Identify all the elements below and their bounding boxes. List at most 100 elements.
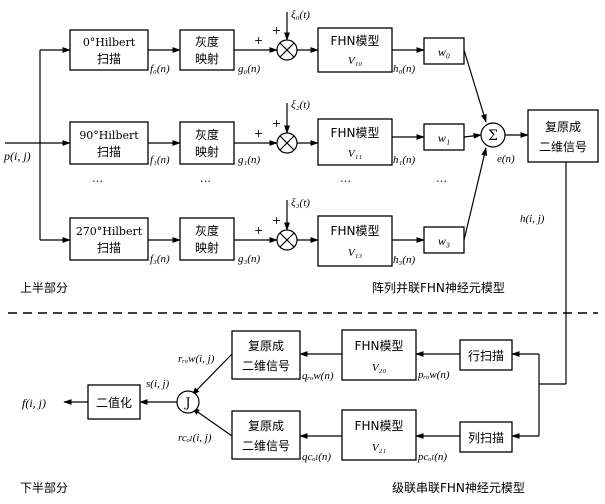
fhn-label-2: FHN模型 <box>331 224 380 238</box>
fhn-box-col: FHN模型 V₂₁ <box>342 410 416 460</box>
arrow-w2-sum <box>464 148 486 240</box>
fhn-sublabel-0: V₁₀ <box>348 55 363 67</box>
arrow-w1-sum <box>464 135 481 137</box>
recon-out-label: h(i, j) <box>520 213 545 225</box>
recon-row-sublabel: 二维信号 <box>242 359 290 373</box>
hilbert-scan-box-0: 0°Hilbert 扫描 <box>70 30 148 70</box>
fhn-col-sublabel: V₂₁ <box>372 442 387 454</box>
p-col-label: pcₒₗ(n) <box>417 451 447 463</box>
r-row-label: rᵣₒw(i, j) <box>178 353 215 365</box>
gray-map-box-1: 灰度 映射 <box>180 122 234 164</box>
hilbert-scan-label-0: 0°Hilbert <box>83 36 136 49</box>
gray-map-sublabel-0: 映射 <box>195 51 219 66</box>
ellipsis-weight: … <box>436 172 447 185</box>
gray-map-label-0: 灰度 <box>195 34 219 49</box>
s-label: s(i, j) <box>146 378 170 390</box>
row-2: 270°Hilbert 扫描 f₃(n) 灰度 映射 + g₃(n) ξ₃(t)… <box>70 197 464 266</box>
recon-box-upper: 复原成 二维信号 <box>528 110 598 162</box>
recon-label-upper: 复原成 <box>545 120 581 134</box>
fhn-box-0: FHN模型 V₁₀ <box>318 28 392 72</box>
gray-map-sublabel-1: 映射 <box>195 144 219 159</box>
row-1: 90°Hilbert 扫描 f₁(n) 灰度 映射 + g₁(n) ξ₂(t) … <box>70 99 464 166</box>
g-label-0: g₀(n) <box>238 63 260 75</box>
fhn-box-row: FHN模型 V₂₀ <box>342 330 416 380</box>
upper-section-label: 上半部分 <box>20 280 68 295</box>
weight-box-0: w₀ <box>424 38 464 64</box>
gray-map-sublabel-2: 映射 <box>195 240 219 255</box>
hilbert-scan-label-1: 90°Hilbert <box>79 129 139 142</box>
gray-map-box-2: 灰度 映射 <box>180 218 234 260</box>
g-label-1: g₁(n) <box>238 154 260 166</box>
r-col-label: rcₒₗ(i, j) <box>178 432 212 444</box>
ellipsis-scan: … <box>92 172 103 185</box>
fhn-sublabel-1: V₁₁ <box>348 148 363 160</box>
sum-symbol: Σ <box>488 128 498 144</box>
weight-label-2: w₃ <box>438 234 450 248</box>
recon-row-label: 复原成 <box>248 339 284 353</box>
row-scan-label: 行扫描 <box>468 349 504 363</box>
weight-box-2: w₃ <box>424 227 464 253</box>
hilbert-scan-sublabel-1: 扫描 <box>97 145 121 159</box>
hilbert-scan-sublabel-0: 扫描 <box>97 52 121 66</box>
join-symbol: J <box>183 396 190 411</box>
hilbert-scan-label-2: 270°Hilbert <box>76 225 143 238</box>
hilbert-scan-box-1: 90°Hilbert 扫描 <box>70 122 148 164</box>
fhn-label-1: FHN模型 <box>331 126 380 140</box>
recon-box-col: 复原成 二维信号 <box>232 411 300 459</box>
fhn-box-1: FHN模型 V₁₁ <box>318 119 392 165</box>
lower-model-label: 级联串联FHN神经元模型 <box>392 481 525 495</box>
f-label-0: f₀(n) <box>150 63 170 75</box>
fhn-box-2: FHN模型 V₁₃ <box>318 216 392 266</box>
plus-left-1: + <box>254 127 263 140</box>
weight-label-0: w₀ <box>438 45 450 59</box>
row-scan-box: 行扫描 <box>460 340 512 370</box>
gray-map-label-1: 灰度 <box>195 127 219 142</box>
plus-left-0: + <box>254 34 263 47</box>
fhn-col-label: FHN模型 <box>355 419 404 433</box>
recon-box-row: 复原成 二维信号 <box>232 331 300 379</box>
recon-sublabel-upper: 二维信号 <box>539 140 587 154</box>
g-label-2: g₃(n) <box>238 253 260 265</box>
recon-col-sublabel: 二维信号 <box>242 439 290 453</box>
sum-out-label: e(n) <box>497 153 515 165</box>
plus-left-2: + <box>254 224 263 237</box>
fhn-row-sublabel: V₂₀ <box>372 362 387 374</box>
fhn-sublabel-2: V₁₃ <box>348 247 363 259</box>
hilbert-scan-box-2: 270°Hilbert 扫描 <box>70 218 148 260</box>
p-row-label: pᵣₒw(n) <box>417 369 450 381</box>
plus-top-0: + <box>272 24 281 37</box>
q-col-label: qcₒₗ(n) <box>302 451 331 463</box>
plus-top-2: + <box>272 214 281 227</box>
noise-label-0: ξ₀(t) <box>291 9 310 21</box>
hilbert-scan-sublabel-2: 扫描 <box>97 241 121 255</box>
arrow-w0-sum <box>464 50 486 122</box>
h-label-0: h₀(n) <box>393 63 415 75</box>
fhn-label-0: FHN模型 <box>331 34 380 48</box>
col-scan-label: 列扫描 <box>468 431 504 445</box>
weight-label-1: w₁ <box>438 131 450 145</box>
weight-box-1: w₁ <box>424 124 464 150</box>
plus-top-1: + <box>272 117 281 130</box>
noise-label-1: ξ₂(t) <box>291 99 310 111</box>
output-label: f(i, j) <box>22 396 46 410</box>
input-label: p(i, j) <box>3 149 31 163</box>
h-label-1: h₁(n) <box>393 154 415 166</box>
h-label-2: h₃(n) <box>393 254 415 266</box>
f-label-1: f₁(n) <box>150 154 170 166</box>
binarize-label: 二值化 <box>96 395 132 410</box>
recon-col-label: 复原成 <box>248 419 284 433</box>
q-row-label: qᵣₒw(n) <box>302 370 334 382</box>
gray-map-box-0: 灰度 映射 <box>180 30 234 70</box>
f-label-2: f₃(n) <box>150 253 170 265</box>
fhn-row-label: FHN模型 <box>355 339 404 353</box>
binarize-box: 二值化 <box>88 385 140 419</box>
col-scan-box: 列扫描 <box>460 422 512 452</box>
ellipsis-row: … … … … <box>92 172 447 185</box>
gray-map-label-2: 灰度 <box>195 223 219 238</box>
ellipsis-gray: … <box>200 172 211 185</box>
upper-model-label: 阵列并联FHN神经元模型 <box>372 281 505 295</box>
row-0: 0°Hilbert 扫描 f₀(n) 灰度 映射 + g₀(n) ξ₀(t) +… <box>70 9 464 75</box>
ellipsis-fhn: … <box>340 172 351 185</box>
noise-label-2: ξ₃(t) <box>291 197 310 209</box>
